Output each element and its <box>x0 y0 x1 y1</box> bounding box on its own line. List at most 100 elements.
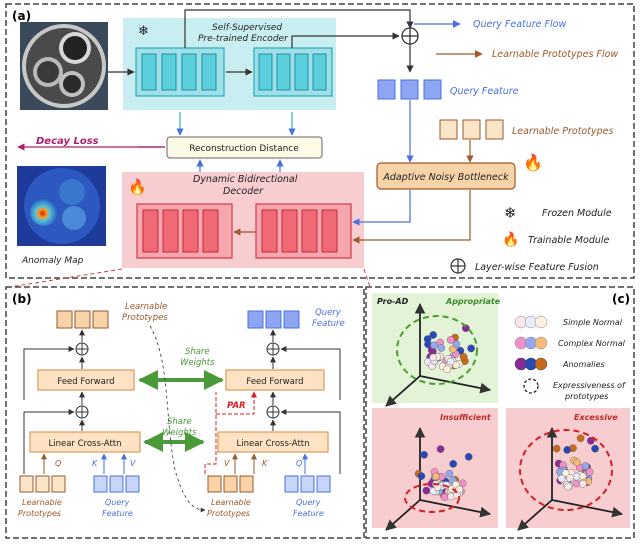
scatter-point <box>576 434 585 443</box>
anb-block <box>376 162 516 190</box>
scatter-point <box>581 462 590 470</box>
anomaly-map-image <box>17 166 106 246</box>
scatter-point <box>449 460 458 468</box>
scatter-point <box>566 474 574 482</box>
appropriate-points <box>423 324 475 374</box>
scatter-point <box>561 469 570 478</box>
legend-expressiveness-1: Expressiveness of <box>553 381 626 390</box>
scatter-point <box>585 468 594 476</box>
legend-proto-flow: Learnable Prototypes Flow <box>492 49 618 60</box>
axis-x <box>551 499 624 518</box>
scatter-point <box>572 472 581 481</box>
axis-z <box>385 375 421 407</box>
scatter-point <box>420 450 428 459</box>
query-feature-label: Query Feature <box>450 86 519 97</box>
excessive-axes <box>517 426 624 531</box>
scatter-point <box>446 336 455 344</box>
legend-trainable: Trainable Module <box>528 235 610 246</box>
right-bottom-query-tokens <box>284 475 331 493</box>
share-weights-top-2: Weights <box>180 358 215 368</box>
left-k-label: K <box>92 459 98 468</box>
encoder-layer-2 <box>253 47 333 97</box>
zoom-line-right <box>363 268 371 288</box>
scatter-point <box>573 458 581 467</box>
scatter-point <box>423 335 432 343</box>
reconstruction-distance <box>166 136 323 159</box>
decoder-layer-2 <box>255 203 352 259</box>
insufficient-boundary <box>404 483 460 513</box>
left-q-label: Q <box>55 459 61 468</box>
flame-icon: 🔥 <box>128 178 147 196</box>
left-cross-attn-label: Linear Cross-Attn <box>48 439 121 449</box>
scatter-point <box>563 446 572 454</box>
right-v-label: V <box>224 459 230 468</box>
bottom-learnable-right-2: Prototypes <box>207 509 250 518</box>
scatter-point <box>429 331 438 339</box>
learnable-prototypes-label: Learnable Prototypes <box>512 126 613 137</box>
scatter-point <box>587 436 595 445</box>
appropriate-axes <box>385 302 492 407</box>
scatter-point <box>445 469 454 478</box>
scatter-point <box>461 324 470 333</box>
snowflake-icon: ❄ <box>504 204 517 222</box>
bottom-query-1: Query <box>105 498 130 507</box>
right-top-label-1: Query <box>315 308 342 318</box>
appropriate-label: Appropriate <box>445 297 501 306</box>
legend-simple-normal-dots <box>514 315 548 329</box>
legend-anomalies: Anomalies <box>562 360 605 369</box>
panel-b: (b) Learnable Prototypes Feed Forward Li… <box>5 286 365 539</box>
scatter-point <box>440 493 449 501</box>
axis-x <box>419 375 492 394</box>
panel-a: (a) ❄ Self-Supervised Pre-trained Encode… <box>5 3 635 288</box>
right-add-node-bottom <box>266 405 280 419</box>
zoom-line-left <box>9 268 123 288</box>
anb-label: Adaptive Noisy Bottleneck <box>382 172 509 183</box>
left-feed-forward <box>37 369 135 391</box>
panel-c: (c) Pro-AD Appropriate Insufficient Exce… <box>365 286 635 539</box>
scatter-point <box>564 482 572 491</box>
scatter-point <box>417 472 426 480</box>
share-weights-bottom-2: Weights <box>162 428 197 438</box>
left-add-node-bottom <box>75 405 89 419</box>
legend-fusion: Layer-wise Feature Fusion <box>475 262 599 273</box>
scatter-point <box>430 341 438 350</box>
par-path <box>216 391 257 415</box>
decoder-title-1: Dynamic Bidirectional <box>193 174 298 185</box>
right-cross-attn <box>217 431 329 453</box>
par-label: PAR <box>227 401 246 411</box>
scatter-point <box>464 452 473 461</box>
appropriate-boundary <box>396 315 478 385</box>
legend-anomalies-dots <box>514 357 548 371</box>
bottom-query-2: Feature <box>102 509 133 518</box>
excessive-boundary <box>519 429 613 511</box>
left-v-label: V <box>130 459 136 468</box>
insufficient-plot <box>372 408 498 528</box>
scatter-point <box>557 474 566 483</box>
legend-frozen: Frozen Module <box>542 208 612 219</box>
legend-complex-normal-dots <box>514 336 548 350</box>
excessive-label: Excessive <box>574 413 618 422</box>
scatter-point <box>443 365 451 374</box>
decay-loss-label: Decay Loss <box>36 136 99 147</box>
left-feed-forward-label: Feed Forward <box>57 377 114 387</box>
encoder-title-2: Pre-trained Encoder <box>198 34 289 44</box>
right-top-label-2: Feature <box>312 319 345 329</box>
legend-expressiveness-2: prototypes <box>564 392 608 401</box>
left-top-label-1: Learnable <box>125 302 167 312</box>
scatter-point <box>552 444 561 453</box>
scatter-point <box>591 444 599 453</box>
legend-query-flow: Query Feature Flow <box>473 19 566 30</box>
left-cross-attn <box>29 431 141 453</box>
scatter-point <box>459 353 468 361</box>
share-weights-top-1: Share <box>185 347 210 357</box>
left-add-node-top <box>75 342 89 356</box>
bottom-learnable-1: Learnable <box>22 498 62 507</box>
right-feed-forward-label: Feed Forward <box>246 377 303 387</box>
right-top-query-tokens <box>247 310 300 329</box>
axis-z <box>385 499 421 531</box>
decoder-layer-1 <box>136 203 233 259</box>
flame-icon: 🔥 <box>523 153 543 172</box>
right-k-label: K <box>262 459 268 468</box>
flame-icon: 🔥 <box>502 231 519 248</box>
